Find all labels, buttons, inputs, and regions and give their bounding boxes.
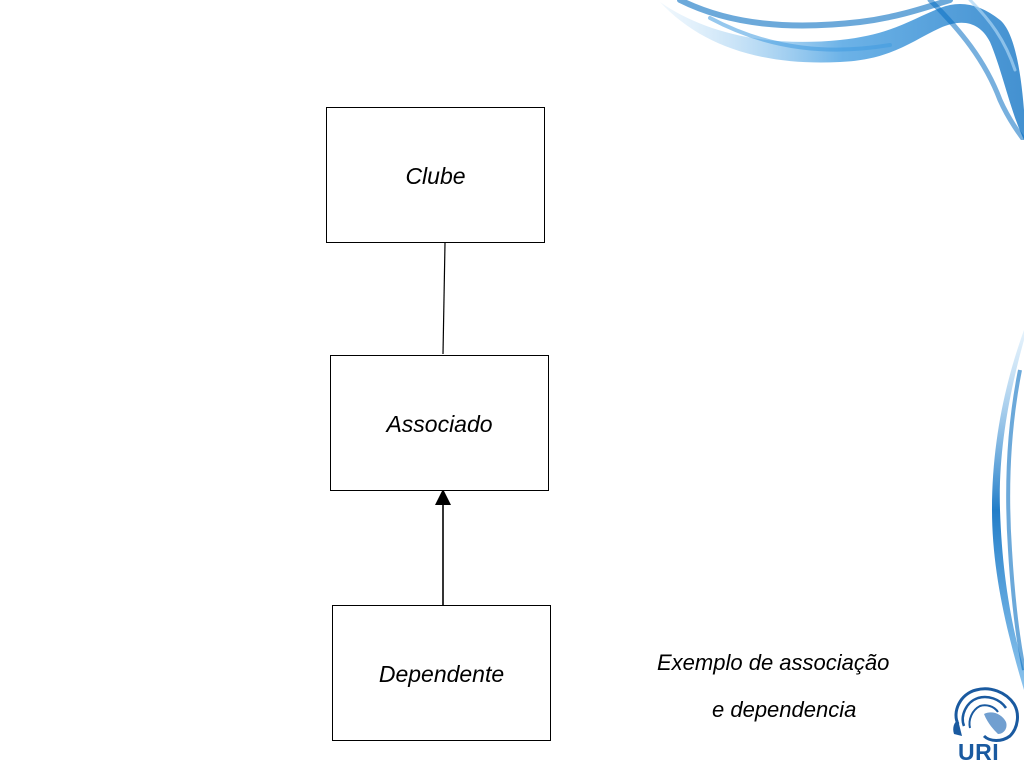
caption-line-2: e dependencia (712, 697, 857, 722)
class-label-associado: Associado (386, 410, 493, 437)
class-box-clube: Clube (326, 107, 545, 243)
class-box-dependente: Dependente (332, 605, 551, 741)
class-label-clube: Clube (405, 162, 466, 189)
uri-logo-text: URI (958, 739, 1000, 765)
uri-logo-icon (953, 687, 1019, 742)
association-line-clube-associado (442, 242, 446, 355)
caption-line-1: Exemplo de associação (657, 650, 890, 675)
class-box-associado: Associado (330, 355, 549, 491)
class-label-dependente: Dependente (378, 660, 505, 687)
